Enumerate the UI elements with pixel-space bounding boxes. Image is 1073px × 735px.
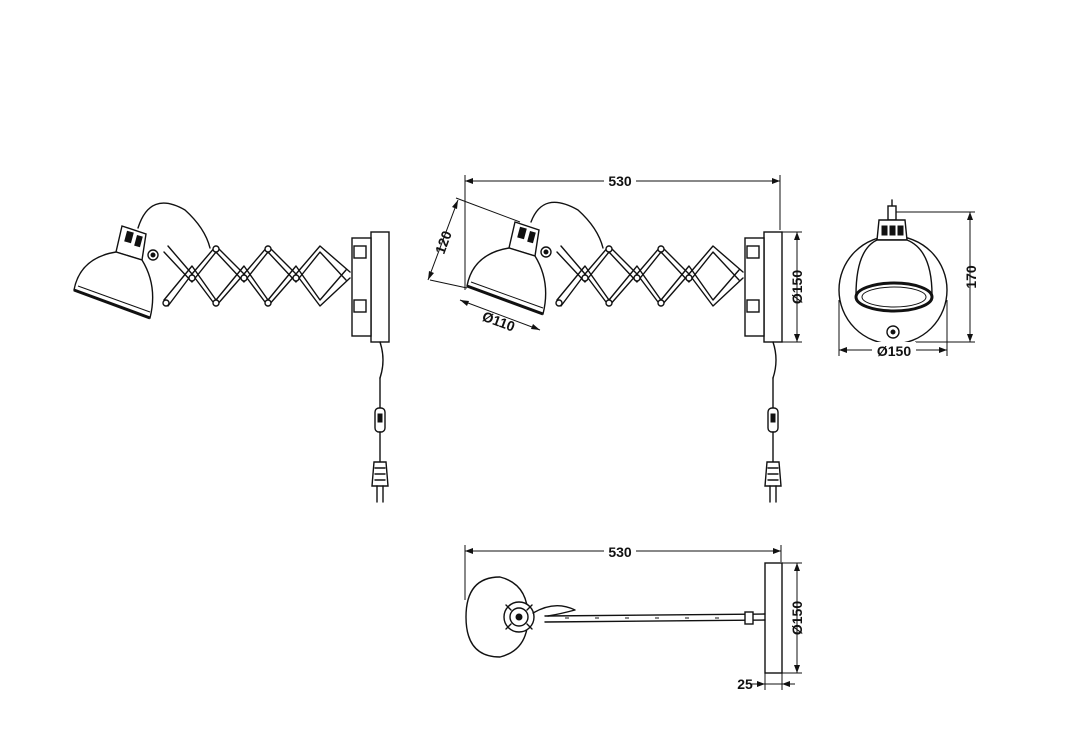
cord bbox=[137, 202, 211, 249]
dimension-side-height-label: 170 bbox=[963, 265, 979, 289]
dimension-top-depth: 25 bbox=[737, 673, 795, 692]
dimension-side-height: 170 bbox=[896, 211, 979, 343]
dimension-top-width-label: 530 bbox=[608, 544, 632, 560]
dimension-head-height: 120 bbox=[427, 197, 521, 289]
plug bbox=[764, 377, 782, 503]
dimension-top-width: 530 bbox=[464, 542, 782, 600]
cord-drop bbox=[379, 341, 384, 379]
cord-drop bbox=[772, 341, 777, 379]
dimension-plate-height-label: Ø150 bbox=[789, 270, 805, 304]
wall-plate bbox=[370, 231, 390, 343]
dimension-top-diameter: Ø150 bbox=[782, 562, 805, 674]
dimension-top-diameter-label: Ø150 bbox=[789, 601, 805, 635]
plug bbox=[371, 377, 389, 503]
dimension-width-label: 530 bbox=[608, 173, 632, 189]
dimension-plate-height: Ø150 bbox=[782, 231, 805, 343]
dimension-side-diameter-label: Ø150 bbox=[877, 343, 911, 359]
dimension-shade-diameter-label: Ø110 bbox=[480, 308, 517, 335]
dimension-width: 530 bbox=[464, 172, 781, 290]
top-view: 530 Ø150 25 bbox=[464, 542, 805, 692]
front-view-dimensioned: 530 120 Ø110 Ø150 bbox=[427, 172, 805, 503]
scissor-arm bbox=[162, 245, 351, 307]
lamp-head bbox=[466, 221, 552, 316]
lamp-head bbox=[73, 225, 159, 320]
front-view-left bbox=[73, 202, 390, 503]
wall-plate bbox=[764, 562, 783, 674]
dimension-head-height-label: 120 bbox=[432, 228, 455, 256]
dimension-top-depth-label: 25 bbox=[737, 676, 753, 692]
arm-rod bbox=[544, 613, 766, 623]
dimension-side-diameter: Ø150 bbox=[838, 300, 948, 359]
wall-plate bbox=[763, 231, 783, 343]
cord bbox=[530, 201, 604, 249]
side-view: 170 Ø150 bbox=[838, 199, 979, 359]
scissor-arm bbox=[555, 245, 744, 307]
